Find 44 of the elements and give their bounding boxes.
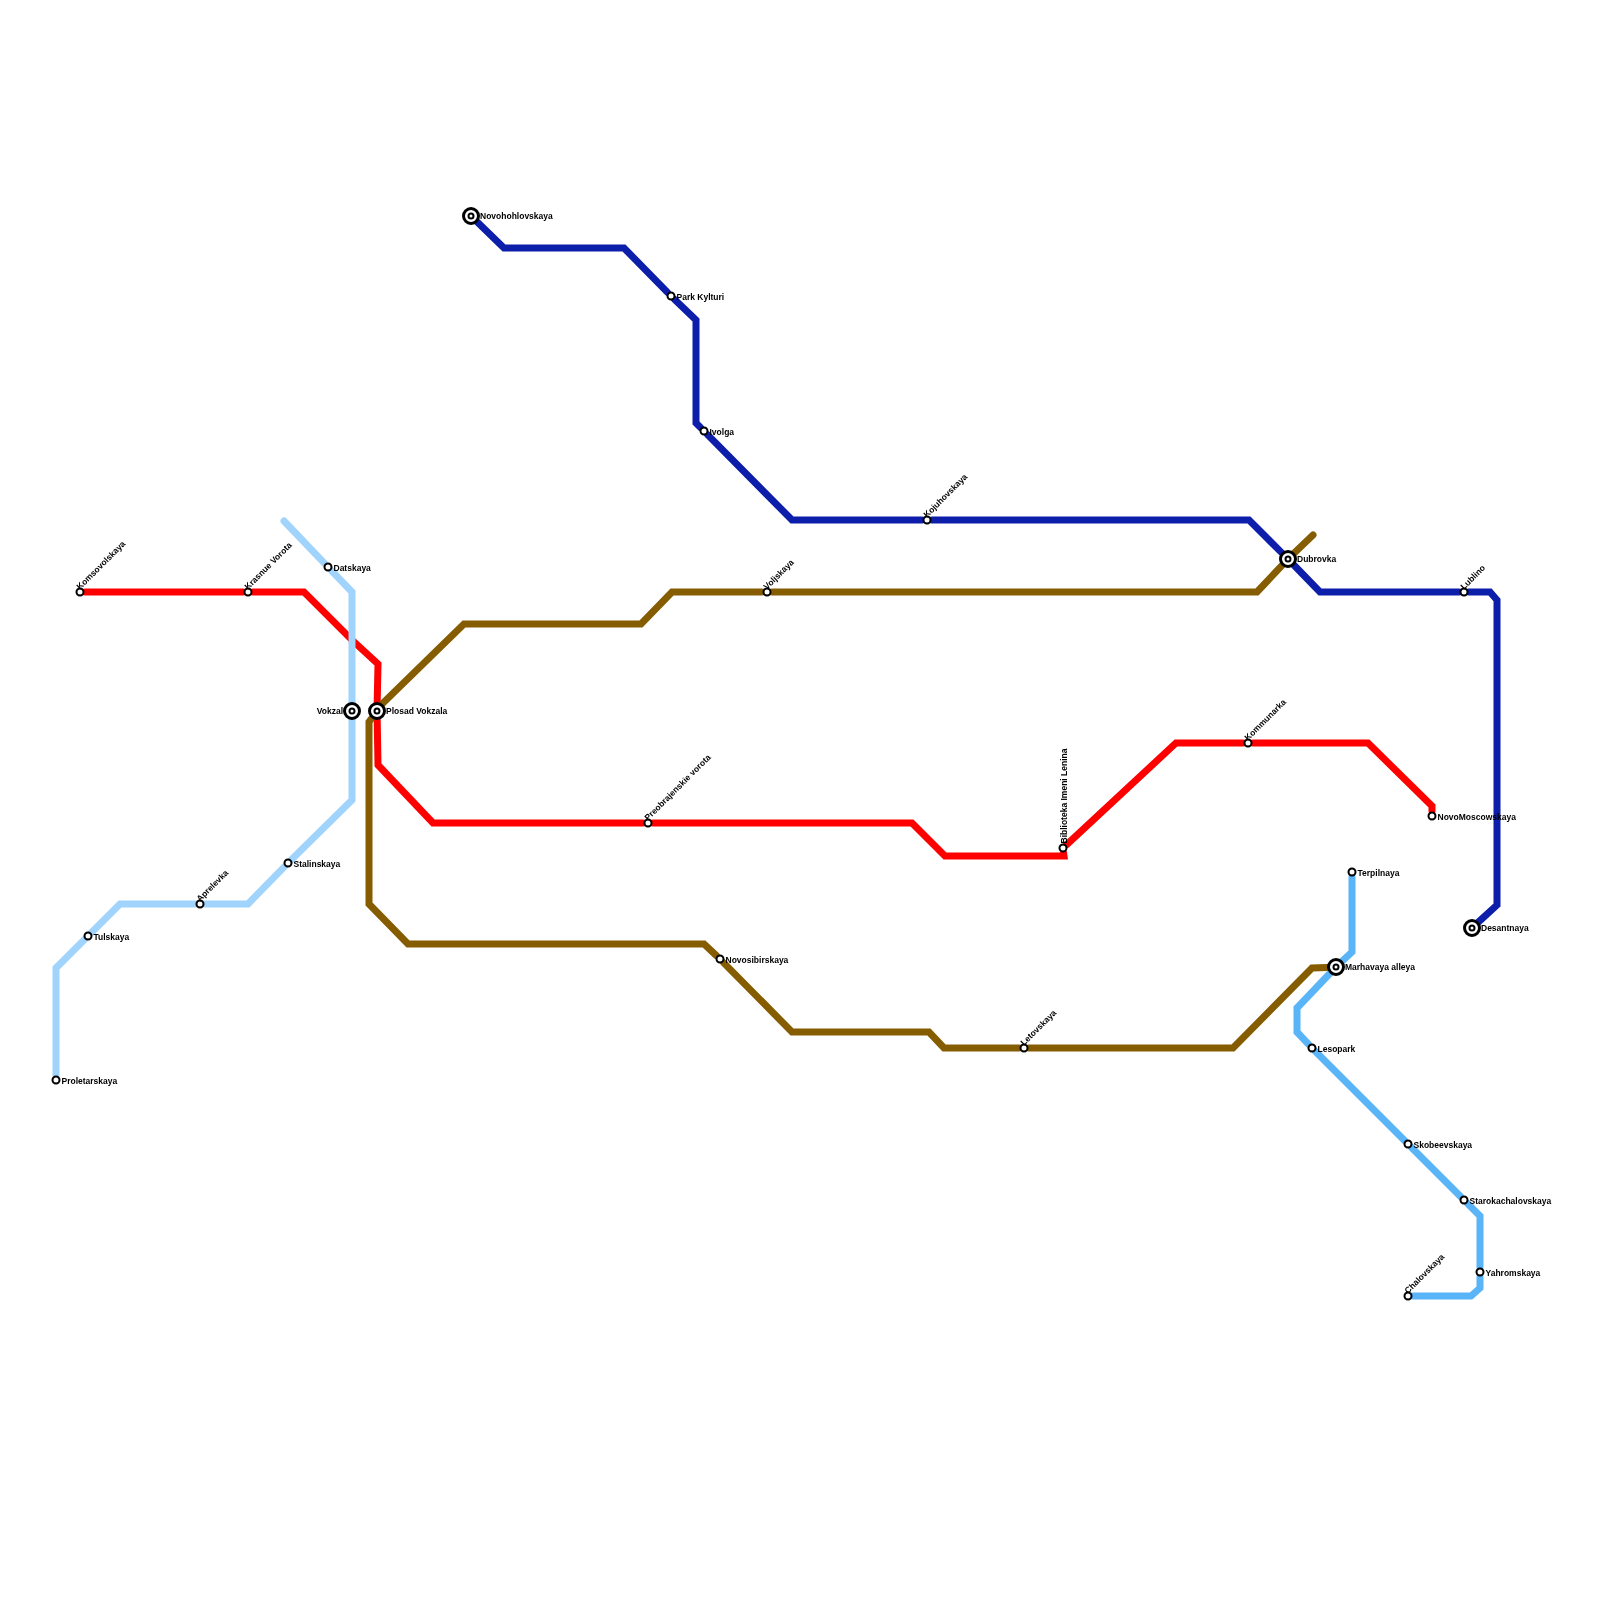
station-name: Ivolga xyxy=(709,426,735,436)
station-name: Terpilnaya xyxy=(1357,867,1400,877)
station-name: Stalinskaya xyxy=(293,858,341,868)
metro-line-segment xyxy=(1312,1048,1408,1144)
station-name: Novohohlovskaya xyxy=(480,211,553,221)
metro-line-segment xyxy=(1464,1200,1484,1271)
station-name: Vokzal xyxy=(316,706,343,716)
station-name: Park Kylturi xyxy=(676,291,725,301)
metro-line-segment xyxy=(1339,873,1356,965)
metro-line-segment xyxy=(704,431,926,524)
station-name: Skobeevskaya xyxy=(1413,1139,1473,1149)
metro-line-segment xyxy=(1465,588,1501,926)
metro-line-segment xyxy=(768,562,1286,596)
metro-line-segment xyxy=(649,819,1068,860)
metro-line-segment xyxy=(88,900,199,936)
station-name: Proletarskaya xyxy=(61,1075,118,1085)
metro-line-segment xyxy=(1409,1273,1484,1300)
metro-line-segment xyxy=(1249,739,1436,815)
station-name: Desantnaya xyxy=(1481,923,1529,933)
station-name: Novosibirskaya xyxy=(725,954,789,964)
station-name: Dubrovka xyxy=(1297,554,1337,564)
station-name: Lesopark xyxy=(1317,1043,1356,1053)
station-name: Yahromskaya xyxy=(1485,1267,1541,1277)
metro-line-segment xyxy=(1291,531,1317,557)
station-name: Datskaya xyxy=(333,562,371,572)
metro-line-segment xyxy=(81,588,247,596)
metro-line-segment xyxy=(1063,739,1247,849)
metro-line-segment xyxy=(671,296,704,431)
metro-line-segment xyxy=(1293,970,1334,1048)
station-name: Marhavaya alleya xyxy=(1345,962,1415,972)
metro-line-segment xyxy=(1290,562,1463,596)
station-name: Tulskaya xyxy=(93,931,130,941)
station-name: Starokachalovskaya xyxy=(1469,1195,1552,1205)
metro-line-segment xyxy=(378,588,766,708)
station-name: Biblioteka Imeni Lenina xyxy=(1058,748,1068,844)
metro-line-segment xyxy=(365,714,720,960)
metro-line-segment xyxy=(928,516,1286,557)
metro-line-segment xyxy=(201,863,288,908)
metro-line-segment xyxy=(1408,1144,1464,1200)
metro-line-segment xyxy=(720,959,1023,1052)
metro-line-segment xyxy=(280,517,328,567)
station-name: Plosad Vokzala xyxy=(386,706,448,716)
metro-line-segment xyxy=(474,218,671,296)
metro-line-segment xyxy=(52,936,88,1079)
